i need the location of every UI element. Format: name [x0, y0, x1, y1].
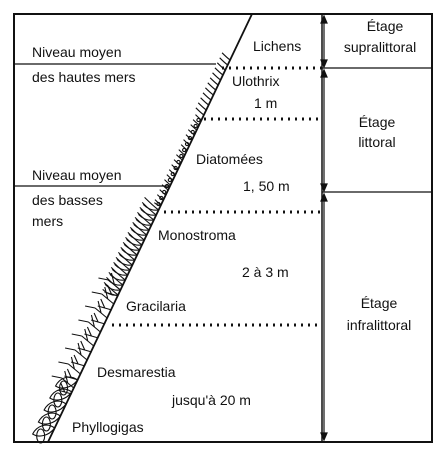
- shore-slope-line: [47, 13, 253, 443]
- zone-littoral-line2: littoral: [358, 134, 395, 150]
- high-tide-label-2: des hautes mers: [32, 69, 136, 85]
- species-phyllogigas: Phyllogigas: [72, 419, 144, 435]
- low-tide-label-1: Niveau moyen: [32, 167, 122, 183]
- zone-supralittoral-line2: supralittoral: [344, 39, 416, 55]
- zone-arrows: [320, 14, 328, 442]
- species-monostroma: Monostroma: [158, 227, 236, 243]
- species-gracilaria: Gracilaria: [126, 298, 186, 314]
- zone-infralittoral-line1: Étage: [361, 295, 398, 311]
- zone-littoral-line1: Étage: [359, 114, 396, 130]
- species-desmarestia: Desmarestia: [97, 364, 176, 380]
- zone-supralittoral-line1: Étage: [367, 18, 404, 34]
- diagram-frame: [13, 13, 433, 443]
- species-lichens: Lichens: [253, 38, 301, 54]
- algae-illustration: [31, 52, 231, 444]
- depth-diatomees: 1, 50 m: [243, 178, 290, 194]
- zone-infralittoral-line2: infralittoral: [347, 317, 412, 333]
- low-tide-label-3: mers: [32, 213, 63, 229]
- depth-desmarestia: jusqu'à 20 m: [171, 392, 251, 408]
- depth-monostroma: 2 à 3 m: [242, 264, 289, 280]
- species-diatomees: Diatomées: [196, 151, 263, 167]
- species-ulothrix: Ulothrix: [232, 73, 279, 89]
- high-tide-label-1: Niveau moyen: [32, 44, 122, 60]
- low-tide-label-2: des basses: [32, 192, 103, 208]
- depth-ulothrix: 1 m: [254, 95, 277, 111]
